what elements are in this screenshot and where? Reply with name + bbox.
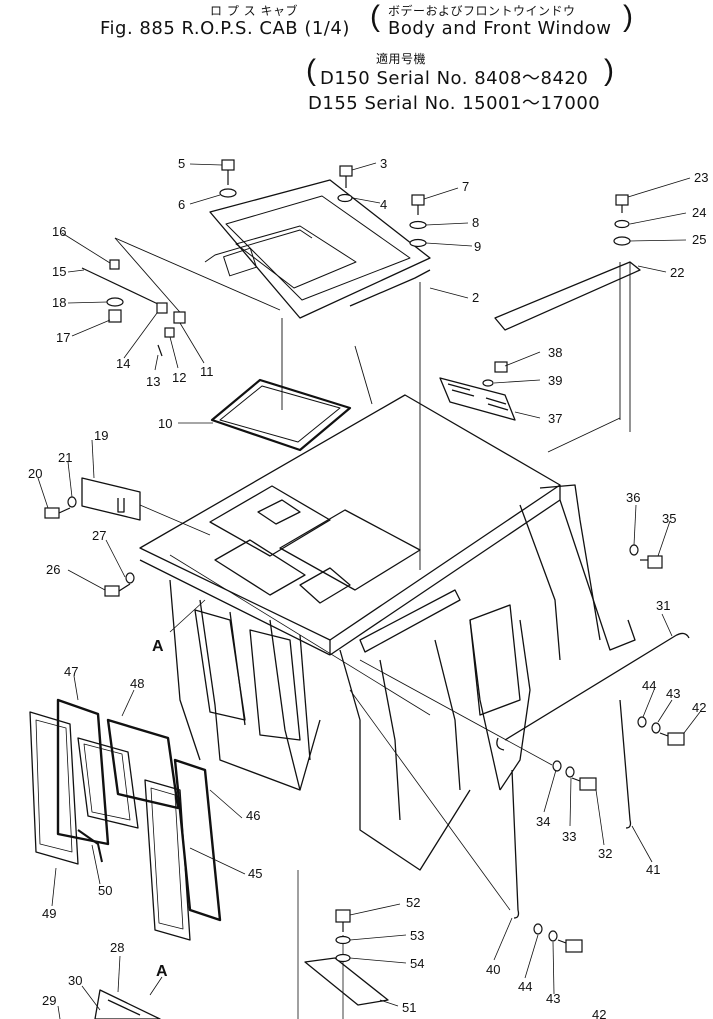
callout-leaders <box>37 162 701 1019</box>
part-label-36: 36 <box>626 490 640 505</box>
part-label-4: 4 <box>380 197 387 212</box>
part-label-43a: 43 <box>666 686 680 701</box>
part-label-40: 40 <box>486 962 500 977</box>
part-label-49: 49 <box>42 906 56 921</box>
part-label-46: 46 <box>246 808 260 823</box>
part-label-10: 10 <box>158 416 172 431</box>
part-label-33: 33 <box>562 829 576 844</box>
part-label-7: 7 <box>462 179 469 194</box>
part-label-8: 8 <box>472 215 479 230</box>
roof-seal <box>210 378 352 452</box>
applicable-label: 適用号機 <box>376 52 427 66</box>
part-label-50: 50 <box>98 883 112 898</box>
part-label-23: 23 <box>694 170 708 185</box>
part-label-39: 39 <box>548 373 562 388</box>
jp-subtitle: ボデーおよびフロントウインドウ <box>388 4 576 18</box>
view-marker-a-lower: A <box>156 963 168 980</box>
part-label-25: 25 <box>692 232 706 247</box>
mounting-plate <box>81 477 141 521</box>
part-label-28: 28 <box>110 940 124 955</box>
part-number-labels: 5 6 3 4 7 8 9 2 23 24 25 22 16 15 18 17 … <box>28 156 708 1019</box>
close-paren-serial: ) <box>604 54 614 87</box>
part-label-17: 17 <box>56 330 70 345</box>
part-label-16: 16 <box>52 224 66 239</box>
part-label-42b: 42 <box>592 1007 606 1019</box>
part-label-34: 34 <box>536 814 550 829</box>
part-label-2: 2 <box>472 290 479 305</box>
part-label-13: 13 <box>146 374 160 389</box>
part-label-26: 26 <box>46 562 60 577</box>
part-label-6: 6 <box>178 197 185 212</box>
part-label-19: 19 <box>94 428 108 443</box>
close-paren-subtitle: ) <box>623 0 633 33</box>
rail-bracket <box>494 261 641 432</box>
part-label-11: 11 <box>200 364 214 379</box>
part-label-20: 20 <box>28 466 42 481</box>
part-label-47: 47 <box>64 664 78 679</box>
part-label-30: 30 <box>68 973 82 988</box>
part-label-52: 52 <box>406 895 420 910</box>
front-window-set <box>29 698 222 941</box>
part-label-21: 21 <box>58 450 72 465</box>
part-label-18: 18 <box>52 295 66 310</box>
part-label-29: 29 <box>42 993 56 1008</box>
figure-title: Fig. 885 R.O.P.S. CAB (1/4) <box>100 18 350 39</box>
part-label-38: 38 <box>548 345 562 360</box>
part-label-9: 9 <box>474 239 481 254</box>
kana-title: ロ プ ス キャブ <box>210 4 298 18</box>
part-label-51: 51 <box>402 1000 416 1015</box>
open-paren-subtitle: ( <box>370 0 380 33</box>
part-label-48: 48 <box>130 676 144 691</box>
view-a-detail <box>94 989 161 1019</box>
roof-cover-plate <box>204 179 431 319</box>
part-label-42a: 42 <box>692 700 706 715</box>
part-label-31: 31 <box>656 598 670 613</box>
hardware-items <box>44 159 685 963</box>
part-label-44b: 44 <box>518 979 532 994</box>
part-label-44a: 44 <box>642 678 656 693</box>
vent-grille <box>439 377 516 421</box>
bottom-mount-plate <box>297 870 389 1019</box>
part-label-24: 24 <box>692 205 706 220</box>
part-label-43b: 43 <box>546 991 560 1006</box>
serial-line-d155: D155 Serial No. 15001～17000 <box>308 93 601 114</box>
cab-body <box>139 394 636 871</box>
part-label-27: 27 <box>92 528 106 543</box>
view-marker-a-upper: A <box>152 638 164 655</box>
serial-line-d150: D150 Serial No. 8408～8420 <box>320 68 589 89</box>
en-subtitle: Body and Front Window <box>388 18 612 39</box>
part-label-3: 3 <box>380 156 387 171</box>
part-label-12: 12 <box>172 370 186 385</box>
part-label-37: 37 <box>548 411 562 426</box>
open-paren-serial: ( <box>306 54 316 87</box>
stay-rod <box>496 632 690 919</box>
part-label-5: 5 <box>178 156 185 171</box>
part-label-41: 41 <box>646 862 660 877</box>
part-label-53: 53 <box>410 928 424 943</box>
part-label-35: 35 <box>662 511 676 526</box>
part-label-54: 54 <box>410 956 424 971</box>
part-label-14: 14 <box>116 356 130 371</box>
part-label-22: 22 <box>670 265 684 280</box>
part-label-15: 15 <box>52 264 66 279</box>
part-label-32: 32 <box>598 846 612 861</box>
part-label-45: 45 <box>248 866 262 881</box>
